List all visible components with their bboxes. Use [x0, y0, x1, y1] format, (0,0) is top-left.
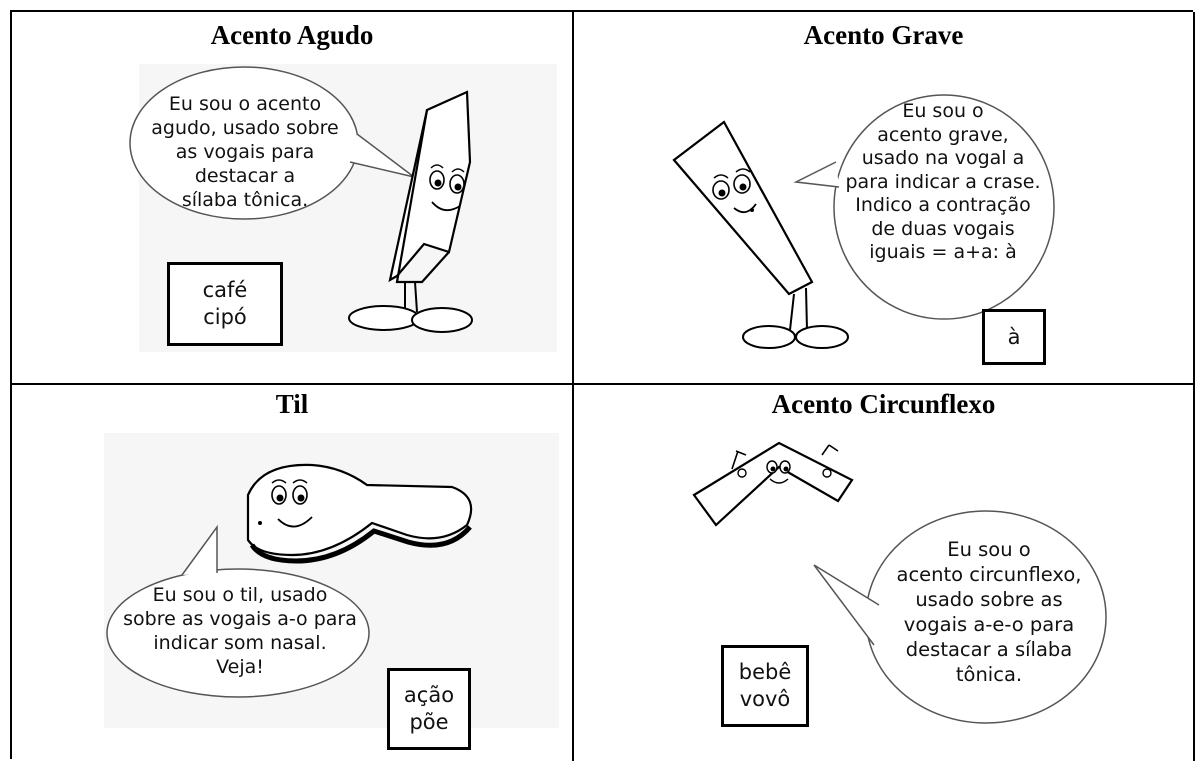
card-til: Til Eu sou o til, usado sobre as vogais …: [12, 385, 574, 761]
examples-box: ação põe: [387, 668, 471, 750]
speech-text: Eu sou o acento circunflexo, usado sobre…: [896, 538, 1082, 686]
grave-accent-character-icon: [672, 120, 849, 349]
accents-table: Acento Agudo Eu sou o acento agudo, usad…: [10, 10, 1195, 761]
speech-text: Eu sou o acento agudo, usado sobre as vo…: [151, 93, 339, 211]
example-word: bebê: [738, 660, 792, 684]
card-acento-grave: Acento Grave Eu sou o acento grave, usad…: [574, 12, 1195, 385]
example-word: ação: [403, 683, 455, 707]
speech-bubble-icon: [813, 510, 1107, 724]
card-title: Acento Grave: [803, 20, 964, 50]
example-word: põe: [409, 710, 449, 734]
example-word: cipó: [203, 305, 247, 329]
card-title: Til: [275, 389, 309, 419]
example-word: vovô: [739, 687, 791, 711]
example-word: café: [202, 278, 248, 302]
card-title: Acento Agudo: [210, 20, 374, 50]
speech-text: Eu sou o acento grave, usado na vogal a …: [845, 100, 1041, 263]
examples-box: café cipó: [167, 262, 283, 346]
speech-text: Eu sou o til, usado sobre as vogais a-o …: [123, 584, 357, 678]
speech-bubble-icon: [793, 94, 1055, 320]
acute-accent-character-icon: [348, 90, 473, 333]
tilde-character-icon: [246, 463, 473, 564]
speech-bubble-icon: [129, 66, 415, 220]
speech-bubble-icon: [106, 524, 370, 698]
card-acento-agudo: Acento Agudo Eu sou o acento agudo, usad…: [12, 12, 574, 385]
examples-box: à: [982, 309, 1046, 365]
card-title: Acento Circunflexo: [771, 389, 996, 419]
circumflex-character-icon: [692, 441, 854, 527]
example-word: à: [1007, 324, 1021, 349]
examples-box: bebê vovô: [721, 645, 809, 727]
card-acento-circunflexo: Acento Circunflexo Eu sou o acento circu…: [574, 385, 1195, 761]
